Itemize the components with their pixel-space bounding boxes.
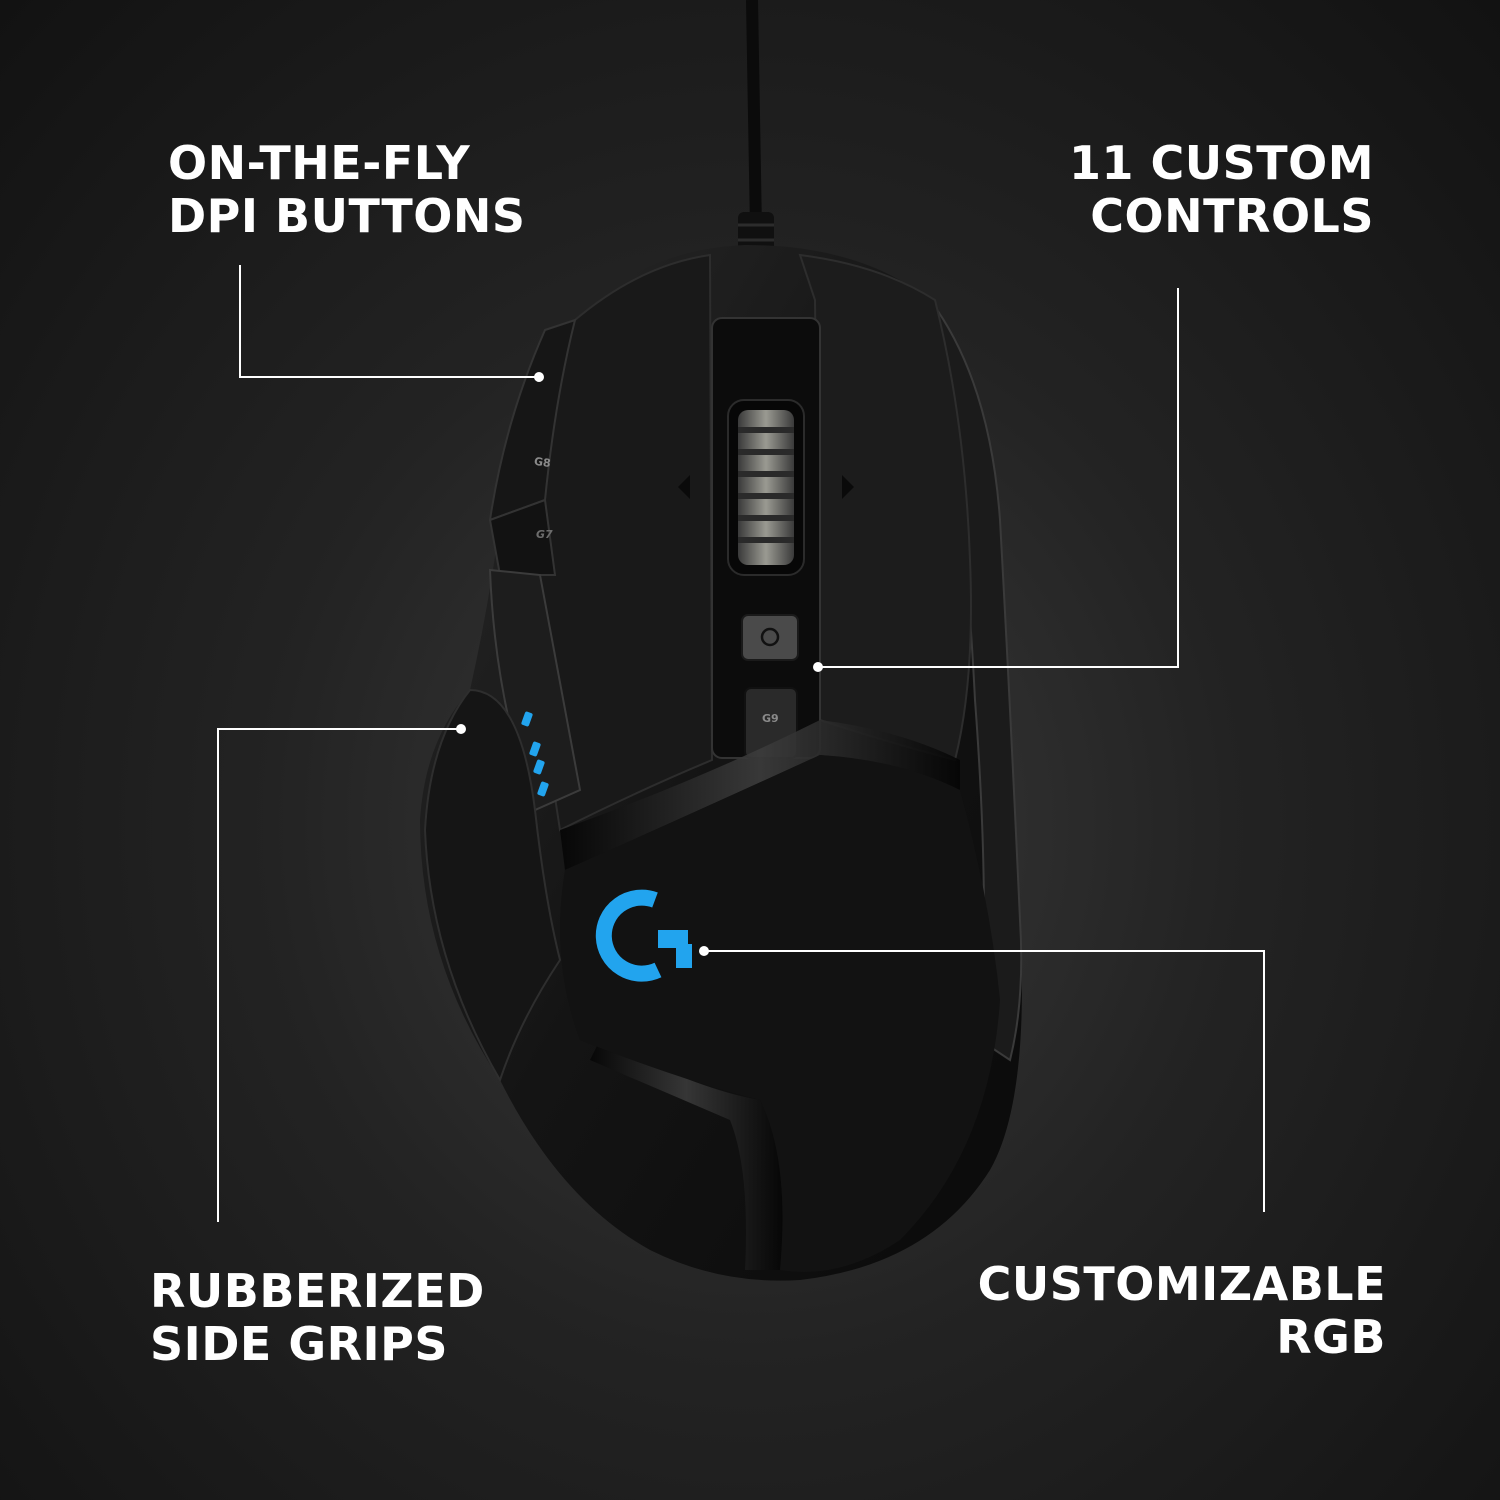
- palm-rest: [560, 755, 1000, 1272]
- g7-label: G7: [536, 528, 553, 541]
- scroll-wheel-icon: [727, 399, 805, 576]
- palm-gloss-band: [560, 720, 960, 870]
- tilt-left-arrow-icon: [678, 475, 690, 499]
- mouse-cable: [746, 0, 762, 231]
- callout-custom-controls: 11 CUSTOM CONTROLS: [1069, 137, 1374, 243]
- leader-dot-grips: [456, 724, 466, 734]
- callout-controls-line2: CONTROLS: [1090, 189, 1374, 243]
- dpi-indicator-leds: [521, 711, 549, 797]
- callout-rgb-line2: RGB: [1276, 1310, 1386, 1364]
- leader-line-grips: [217, 728, 460, 1222]
- leader-line-controls: [818, 288, 1179, 668]
- callout-dpi-line2: DPI BUTTONS: [168, 189, 526, 243]
- logitech-g-logo: [595, 889, 692, 982]
- leader-dot-rgb: [699, 946, 709, 956]
- lower-gloss-band: [590, 1040, 783, 1270]
- g9-label: G9: [762, 712, 779, 725]
- callout-grips-line1: RUBBERIZED: [150, 1264, 485, 1318]
- callout-customizable-rgb: CUSTOMIZABLE RGB: [978, 1258, 1386, 1364]
- callout-dpi-buttons: ON-THE-FLY DPI BUTTONS: [168, 137, 526, 243]
- g7-button: [488, 498, 557, 576]
- callout-side-grips: RUBBERIZED SIDE GRIPS: [150, 1265, 485, 1371]
- leader-dot-dpi: [534, 372, 544, 382]
- dpi-cycle-button: [741, 614, 799, 661]
- rubberized-side-grip: [423, 688, 562, 1083]
- callout-grips-line2: SIDE GRIPS: [150, 1317, 449, 1371]
- tilt-right-arrow-icon: [842, 475, 854, 499]
- callout-rgb-line1: CUSTOMIZABLE: [977, 1257, 1386, 1311]
- leader-dot-controls: [813, 662, 823, 672]
- leader-line-dpi: [239, 265, 537, 378]
- callout-dpi-line1: ON-THE-FLY: [168, 136, 471, 190]
- callout-controls-line1: 11 CUSTOM: [1068, 136, 1374, 190]
- leader-line-rgb: [705, 950, 1265, 1212]
